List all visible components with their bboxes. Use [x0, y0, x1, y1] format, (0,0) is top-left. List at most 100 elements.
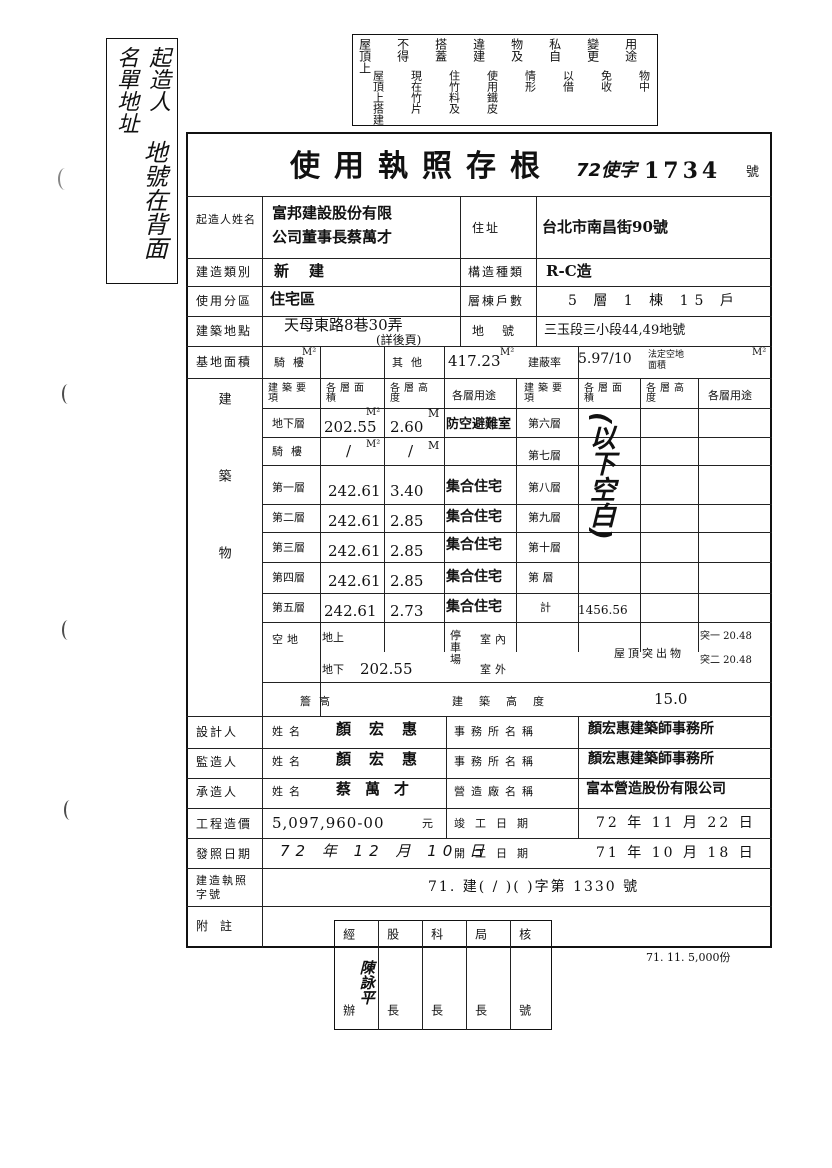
floor-label-total: 計: [540, 601, 551, 614]
top-stamp-sub-8: 物中: [637, 70, 651, 92]
floor-label-4: 第四層: [272, 571, 305, 584]
label-parking: 停車場: [450, 629, 461, 667]
top-stamp-sub-6: 以借: [561, 70, 575, 92]
label-eave: 簷高: [300, 695, 338, 708]
unit-m-arcade: M: [428, 439, 440, 452]
hdr-item: 建築要項: [268, 383, 310, 404]
label-other: 其他: [392, 356, 430, 369]
label-roof: 屋頂突出物: [614, 647, 684, 660]
label-arcade: 騎樓: [274, 356, 312, 369]
hdr-floor-height: 各層高度: [390, 383, 432, 404]
lot-value: 三玉段三小段44,49地號: [544, 323, 686, 338]
floor-label-arcade: 騎樓: [272, 445, 310, 458]
floor-use-4: 集合住宅: [446, 569, 502, 585]
label-building: 建築物: [215, 392, 231, 623]
open-underground-value: 202.55: [360, 660, 413, 678]
hdr-floor-area: 各層面積: [326, 383, 368, 404]
coverage-value: 5.97/10: [578, 351, 632, 367]
floor-label-6: 第六層: [528, 417, 561, 430]
supervisor-office-value: 顏宏惠建築師事務所: [588, 751, 714, 767]
permit-ref-value: 71. 建( / )( )字第 1330 號: [428, 879, 640, 895]
label-structure: 構造種類: [468, 265, 525, 279]
floor-area-3: 242.61: [328, 542, 381, 560]
top-stamp-line-8: 用途: [623, 38, 638, 62]
label-underground: 地下: [322, 663, 344, 676]
top-stamp-sub-1: 屋頂上搭建: [371, 70, 385, 125]
label-site-area: 基地面積: [196, 355, 253, 369]
side-note-col2: 名單地址: [113, 46, 139, 134]
designer-value: 顏宏惠: [336, 720, 436, 738]
build-type-value: 新建: [274, 262, 345, 280]
site-area-value: 417.23: [448, 352, 501, 370]
top-stamp-line-2: 不得: [395, 38, 410, 62]
label-zone: 使用分區: [196, 294, 253, 308]
label-cost: 工程造價: [196, 817, 253, 831]
supervisor-value: 顏宏惠: [336, 750, 436, 768]
approval-4: 局長: [473, 928, 488, 1080]
floor-label-1: 第一層: [272, 481, 305, 494]
floor-height-5: 2.73: [390, 602, 424, 620]
print-note: 71. 11. 5,000份: [646, 951, 731, 964]
label-issue: 發照日期: [196, 847, 253, 861]
eave-height-value: 15.0: [654, 690, 688, 708]
permit-number: 1734: [644, 158, 722, 184]
form-title: 使用執照存根: [290, 149, 554, 184]
finish-value: 72 年 11 月 22 日: [596, 815, 756, 831]
issue-value: 72 年 12 月 10 日: [280, 842, 491, 860]
address-value: 台北市南昌街90號: [542, 218, 668, 236]
approval-mark-1: 陳詠平: [357, 960, 376, 1005]
floor-label-5: 第五層: [272, 601, 305, 614]
top-stamp-line-1: 屋頂上: [357, 38, 372, 74]
floor-area-arcade: /: [346, 442, 352, 460]
roof-value-1: 突一 20.48: [700, 631, 752, 642]
floor-area-2: 242.61: [328, 512, 381, 530]
label-build-type: 建造類別: [196, 265, 253, 279]
label-outdoor: 室外: [480, 663, 510, 676]
floor-label-9: 第九層: [528, 511, 561, 524]
builder-line-2: 公司董事長蔡萬才: [272, 228, 393, 246]
label-floors: 層棟戶數: [468, 294, 525, 308]
floor-label-7: 第七層: [528, 449, 561, 462]
start-value: 71 年 10 月 18 日: [596, 845, 756, 861]
unit-m2-site-total: M²: [500, 347, 515, 358]
side-note-col1: 起造人: [145, 46, 171, 112]
approval-3: 科長: [429, 928, 444, 1080]
site-note: (詳後頁): [376, 333, 422, 347]
label-remark: 附註: [196, 919, 245, 933]
label-coverage: 建蔽率: [528, 356, 561, 369]
floor-label-2: 第二層: [272, 511, 305, 524]
designer-office-value: 顏宏惠建築師事務所: [588, 721, 714, 737]
label-indoor: 室內: [480, 633, 510, 646]
floor-area-1: 242.61: [328, 482, 381, 500]
contractor-value: 蔡萬才: [336, 780, 424, 798]
label-permit-ref: 建造執照字號: [196, 874, 248, 902]
floor-use-b1: 防空避難室: [446, 417, 512, 432]
floor-height-arcade: /: [408, 442, 414, 460]
floor-height-b1: 2.60: [390, 418, 424, 436]
top-stamp-line-5: 物及: [509, 38, 524, 62]
floor-area-b1: 202.55: [324, 418, 377, 436]
hdr-use-right: 各層用途: [708, 389, 752, 402]
label-designer-name: 姓名: [272, 725, 306, 738]
approval-5: 核號: [517, 928, 532, 1080]
floor-label-10: 第十層: [528, 541, 561, 554]
builder-line-1: 富邦建設股份有限: [272, 204, 393, 222]
floor-use-3: 集合住宅: [446, 537, 502, 553]
roof-value-2: 突二 20.48: [700, 655, 752, 666]
label-legal-area: 法定空地面積: [648, 350, 685, 371]
label-builder-name: 起造人姓名: [196, 213, 256, 226]
zone-value: 住宅區: [270, 290, 316, 308]
label-start: 開工日期: [454, 847, 538, 860]
floor-use-5: 集合住宅: [446, 599, 502, 615]
top-stamp-line-4: 違建: [471, 38, 486, 62]
floor-area-4: 242.61: [328, 572, 381, 590]
top-stamp-sub-5: 情形: [523, 70, 537, 92]
approval-box: [334, 920, 552, 1030]
structure-value: R-C造: [546, 262, 592, 280]
contractor-firm-value: 富本營造股份有限公司: [586, 781, 726, 797]
top-stamp-line-6: 私自: [547, 38, 562, 62]
blank-note: (以下空白): [585, 412, 616, 540]
floor-label-b1: 地下層: [272, 417, 305, 430]
label-supervisor: 監造人: [196, 755, 239, 769]
label-designer: 設計人: [196, 725, 239, 739]
